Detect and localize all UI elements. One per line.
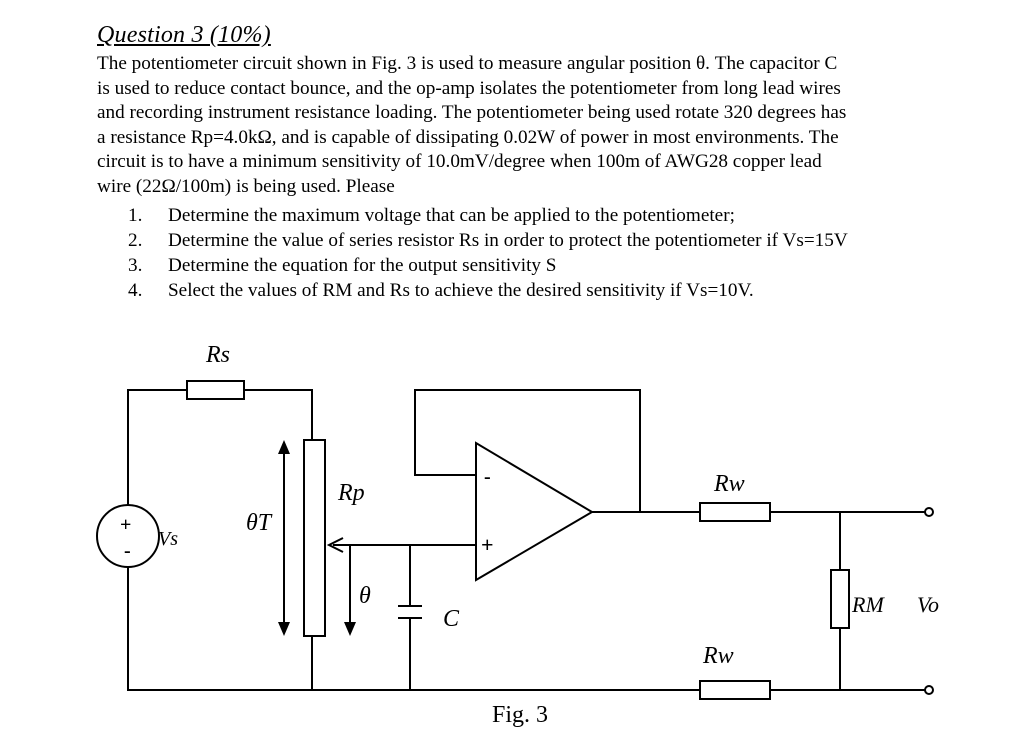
wire-ground-rail (127, 567, 700, 691)
label-rp: Rp (337, 480, 365, 506)
task-text: Determine the value of series resistor R… (168, 230, 848, 251)
rm-resistor (830, 569, 850, 629)
source-minus-sign: - (124, 540, 131, 562)
question-paragraph: The potentiometer circuit shown in Fig. … (97, 52, 977, 199)
task-item: 2. Determine the value of series resistor… (128, 228, 848, 253)
rw-top-resistor (699, 502, 771, 522)
task-number: 3. (128, 255, 143, 276)
label-rm: RM (851, 592, 885, 617)
task-number: 4. (128, 280, 143, 301)
opamp-plus-sign: + (481, 532, 494, 557)
label-theta-t: θT (246, 510, 273, 536)
label-vs: Vs (158, 528, 178, 550)
source-plus-sign: + (120, 514, 131, 536)
arrow-head-up (278, 440, 290, 454)
paragraph-line: a resistance Rp=4.0kΩ, and is capable of… (97, 126, 839, 148)
label-rw-top: Rw (713, 471, 745, 497)
rw-bottom-resistor (699, 680, 771, 700)
wiper-theta-arrow (340, 544, 351, 626)
wiper-arrow-tip (326, 537, 344, 553)
opamp-minus-sign: - (484, 466, 491, 488)
rs-resistor (186, 380, 245, 400)
voltage-source (96, 504, 160, 568)
paragraph-line: The potentiometer circuit shown in Fig. … (97, 53, 838, 74)
paragraph-line: wire (22Ω/100m) is being used. Please (97, 175, 395, 197)
paragraph-line: is used to reduce contact bounce, and th… (97, 77, 841, 99)
label-vo: Vo (917, 592, 939, 617)
task-text: Determine the maximum voltage that can b… (168, 205, 735, 226)
label-rw-bottom: Rw (702, 643, 734, 669)
task-number: 1. (128, 205, 143, 226)
task-list: 1. Determine the maximum voltage that can… (128, 203, 848, 303)
task-text: Select the values of RM and Rs to achiev… (168, 280, 754, 301)
paragraph-line: circuit is to have a minimum sensitivity… (97, 151, 822, 172)
opamp-triangle (475, 441, 594, 582)
wire-rs-to-pot (244, 389, 313, 440)
label-c: C (443, 606, 460, 632)
output-terminal-bottom (924, 685, 934, 695)
arrow-head-down (278, 622, 290, 636)
label-theta: θ (359, 583, 371, 609)
task-item: 3. Determine the equation for the output … (128, 253, 848, 278)
paragraph-line: and recording instrument resistance load… (97, 102, 847, 123)
task-text: Determine the equation for the output se… (168, 255, 557, 276)
output-terminal-top (924, 507, 934, 517)
label-rs: Rs (205, 342, 230, 368)
potentiometer-body (303, 439, 326, 637)
task-item: 1. Determine the maximum voltage that can… (128, 203, 848, 228)
task-item: 4. Select the values of RM and Rs to achi… (128, 278, 848, 303)
wire-source-top (127, 389, 187, 505)
question-title: Question 3 (10%) (97, 22, 271, 48)
task-number: 2. (128, 230, 143, 251)
figure-caption: Fig. 3 (492, 702, 548, 728)
wire-feedback (414, 389, 641, 512)
wiper-arrow-head (344, 622, 356, 636)
